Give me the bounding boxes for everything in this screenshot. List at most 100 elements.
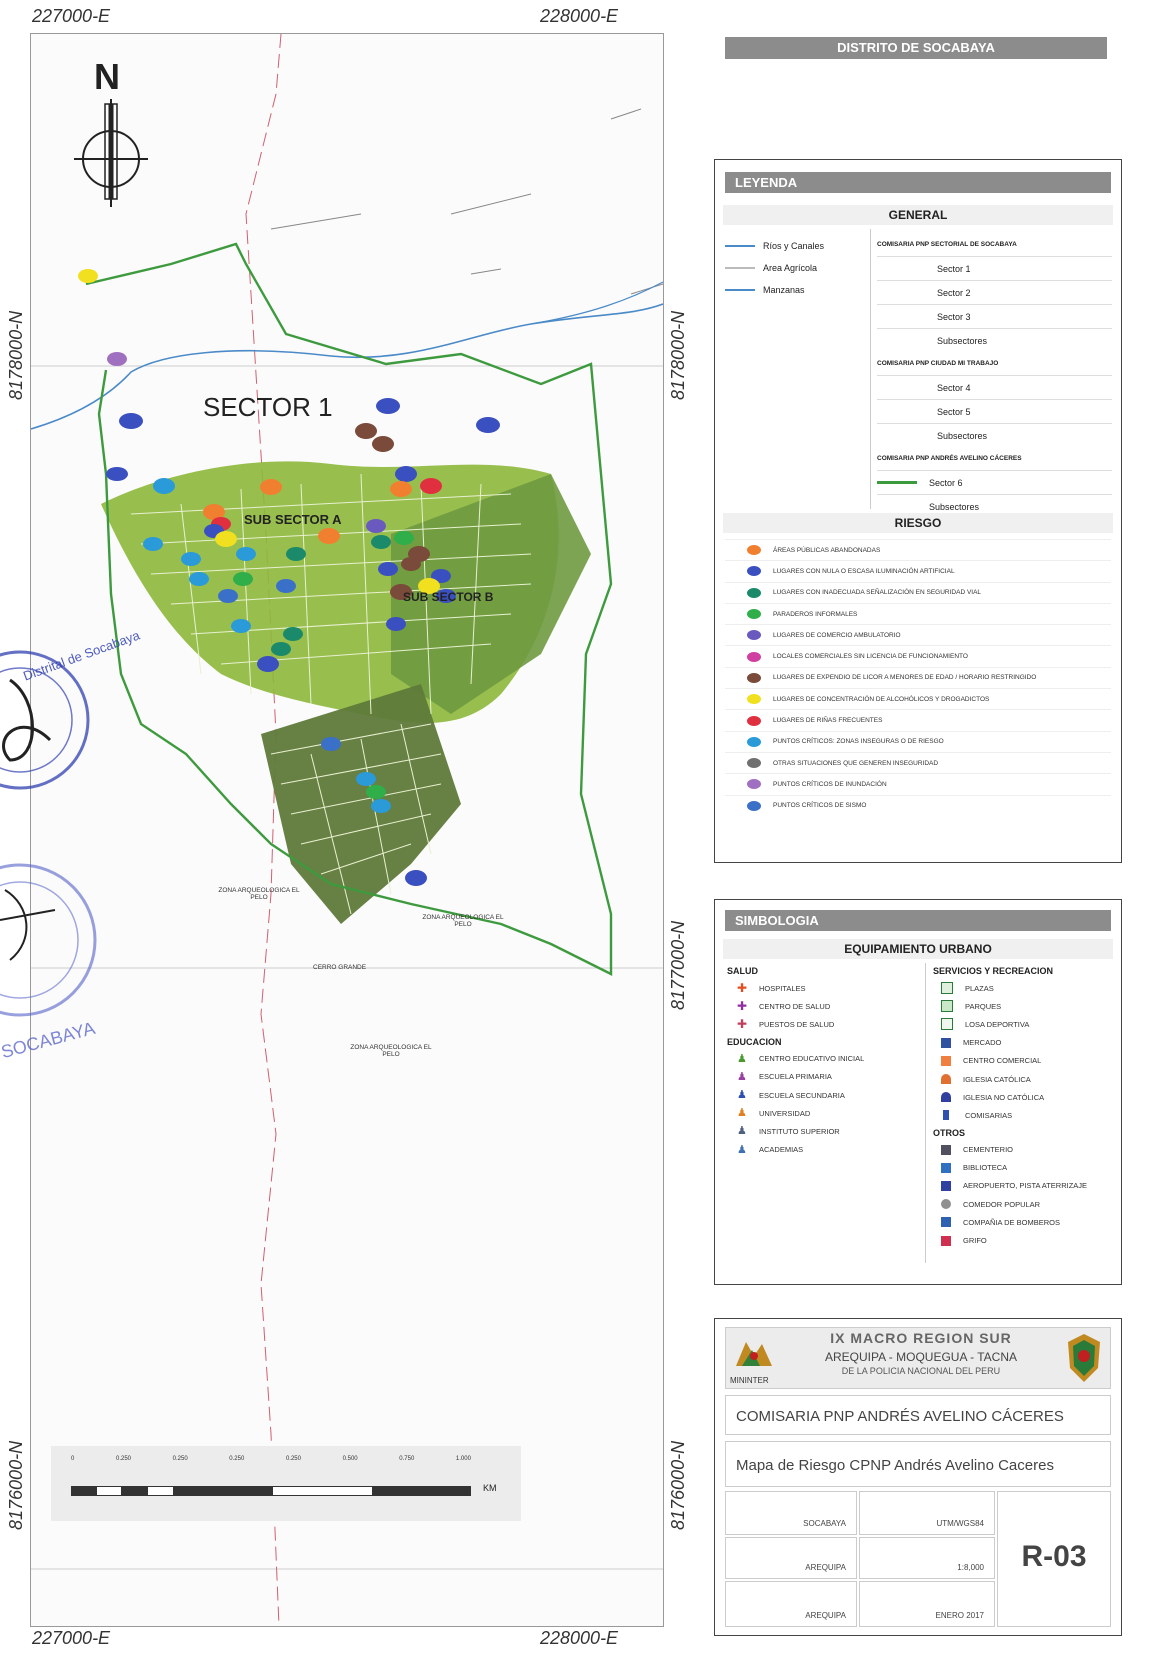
- primary-school-icon: ♟: [737, 1070, 747, 1083]
- risk-point-lighting: [119, 413, 143, 429]
- legend-right-items: COMISARIA PNP SECTORIAL DE SOCABAYA Sect…: [877, 233, 1112, 518]
- sector-label: SECTOR 1: [203, 392, 333, 422]
- river-line-2: [530, 281, 663, 325]
- police-crest-icon: [1068, 1334, 1100, 1382]
- district-banner: DISTRITO DE SOCABAYA: [725, 37, 1107, 59]
- preschool-icon: ♟: [737, 1052, 747, 1065]
- risk-point-earthquake: [276, 579, 296, 593]
- coord-right-lower: 8176000-N: [668, 1440, 688, 1530]
- legend-general-table: Ríos y Canales Area Agrícola Manzanas CO…: [725, 229, 1112, 512]
- circle-marker-icon: [747, 566, 761, 577]
- legend-panel: LEYENDA GENERAL Ríos y Canales Area Agrí…: [714, 159, 1122, 863]
- legend-item-sector-2: Sector 2: [877, 280, 1112, 304]
- catholic-church-icon: [941, 1074, 951, 1085]
- risk-point-liquor: [401, 557, 421, 571]
- legend-heading-socabaya: COMISARIA PNP SECTORIAL DE SOCABAYA: [877, 241, 1017, 248]
- simbologia-table: SALUD ✚HOSPITALES ✚CENTRO DE SALUD ✚PUES…: [727, 963, 1109, 1263]
- district-value: SOCABAYA: [803, 1519, 846, 1528]
- coord-top-left: 227000-E: [32, 6, 111, 26]
- circle-marker-icon: [747, 715, 761, 726]
- risk-point-signage: [286, 547, 306, 561]
- region-title: IX MACRO REGION SUR: [830, 1330, 1012, 1346]
- risk-point-street-trade: [366, 519, 386, 533]
- datum-cell: UTM/WGS84: [859, 1491, 995, 1535]
- province-value: AREQUIPA: [805, 1563, 846, 1572]
- academy-icon: ♟: [737, 1143, 747, 1156]
- risk-point-stops: [394, 531, 414, 545]
- map-title: Mapa de Riesgo CPNP Andrés Avelino Cacer…: [736, 1457, 1054, 1474]
- risk-item: LUGARES CON NULA O ESCASA ILUMINACIÓN AR…: [725, 560, 1111, 581]
- district-boundary-line: [245, 34, 282, 1626]
- scale-unit: KM: [483, 1483, 497, 1493]
- risk-point-signage: [371, 535, 391, 549]
- place-label-archaeological: ZONA ARQUEOLOGICA EL PELO: [422, 914, 504, 928]
- comisaria-box: COMISARIA PNP ANDRÉS AVELINO CÁCERES: [725, 1395, 1111, 1435]
- health-post-icon: ✚: [737, 1017, 748, 1032]
- coord-right-middle: 8177000-N: [668, 920, 688, 1010]
- risk-point-critical: [181, 552, 201, 566]
- risk-point-abandoned: [260, 479, 282, 495]
- legend-general-title: GENERAL: [723, 205, 1113, 225]
- risk-point-signage: [283, 627, 303, 641]
- risk-point-lighting: [378, 562, 398, 576]
- non-catholic-church-icon: [941, 1092, 951, 1103]
- mall-icon: [941, 1055, 951, 1066]
- legend-item-subsectores: Subsectores: [877, 494, 1112, 518]
- coord-bottom-right: 228000-E: [540, 1628, 619, 1648]
- risk-point-critical: [189, 572, 209, 586]
- risk-item: OTRAS SITUACIONES QUE GENEREN INSEGURIDA…: [725, 751, 1111, 773]
- mininter-logo-icon: [736, 1342, 772, 1366]
- risk-point-lighting: [386, 617, 406, 631]
- scale-bar: 0 0.250 0.250 0.250 0.250 0.500 0.750 1.…: [51, 1446, 521, 1521]
- airport-icon: [941, 1180, 951, 1191]
- circle-marker-icon: [747, 545, 761, 556]
- risk-point-liquor: [372, 436, 394, 452]
- map-frame[interactable]: N SECTOR 1 SUB SECTOR A SUB SECTOR B ZON…: [30, 33, 664, 1627]
- risk-item: PUNTOS CRÍTICOS DE INUNDACIÓN: [725, 773, 1111, 794]
- logo-text: MININTER: [730, 1376, 769, 1385]
- scale-segments: [71, 1486, 471, 1496]
- risk-point-critical: [356, 772, 376, 786]
- scale-cell: 1:8,000: [859, 1537, 995, 1579]
- risk-point-signage: [271, 642, 291, 656]
- sheet-number: R-03: [1021, 1540, 1087, 1573]
- circle-marker-icon: [747, 779, 761, 790]
- date-value: ENERO 2017: [935, 1611, 984, 1620]
- risk-point-lighting: [376, 398, 400, 414]
- fire-station-icon: [941, 1217, 951, 1228]
- risk-point-flood: [107, 352, 127, 366]
- risk-point-critical: [371, 799, 391, 813]
- coord-top-right: 228000-E: [540, 6, 619, 26]
- title-block: MININTER IX MACRO REGION SUR AREQUIPA - …: [714, 1318, 1122, 1636]
- road-lines: [270, 108, 663, 295]
- circle-marker-icon: [747, 587, 761, 598]
- place-label-cerro-grande: CERRO GRANDE: [313, 964, 367, 971]
- legend-title: LEYENDA: [725, 172, 1111, 193]
- legend-item-subsectores: Subsectores: [877, 328, 1112, 352]
- title-header: MININTER IX MACRO REGION SUR AREQUIPA - …: [725, 1327, 1111, 1389]
- risk-item: PUNTOS CRÍTICOS: ZONAS INSEGURAS O DE RI…: [725, 730, 1111, 752]
- province-cell: AREQUIPA: [725, 1537, 857, 1579]
- legend-risk-list: ÁREAS PÚBLICAS ABANDONADAS LUGARES CON N…: [725, 539, 1111, 816]
- park-icon: [941, 1000, 953, 1013]
- coord-bottom-left: 227000-E: [32, 1628, 111, 1648]
- simbologia-panel: SIMBOLOGIA EQUIPAMIENTO URBANO SALUD ✚HO…: [714, 899, 1122, 1285]
- risk-item: ÁREAS PÚBLICAS ABANDONADAS: [725, 539, 1111, 560]
- risk-item: LUGARES DE RIÑAS FRECUENTES: [725, 709, 1111, 730]
- risk-item: LOCALES COMERCIALES SIN LICENCIA DE FUNC…: [725, 645, 1111, 666]
- risk-point-abandoned: [390, 481, 412, 497]
- datum-value: UTM/WGS84: [936, 1519, 984, 1528]
- risk-point-liquor: [390, 584, 412, 600]
- circle-marker-icon: [747, 672, 761, 683]
- simbologia-title: SIMBOLOGIA: [725, 910, 1111, 931]
- legend-item-sector-5: Sector 5: [877, 399, 1112, 423]
- legend-item-subsectores: Subsectores: [877, 423, 1112, 447]
- simbologia-subtitle: EQUIPAMIENTO URBANO: [723, 939, 1113, 959]
- date-cell: ENERO 2017: [859, 1581, 995, 1627]
- map-canvas: [31, 34, 663, 1626]
- simbologia-left-column: SALUD ✚HOSPITALES ✚CENTRO DE SALUD ✚PUES…: [727, 963, 917, 1159]
- risk-point-fights: [420, 478, 442, 494]
- risk-item: LUGARES CON INADECUADA SEÑALIZACIÓN EN S…: [725, 581, 1111, 603]
- risk-point-alcohol: [215, 531, 237, 547]
- district-cell: SOCABAYA: [725, 1491, 857, 1535]
